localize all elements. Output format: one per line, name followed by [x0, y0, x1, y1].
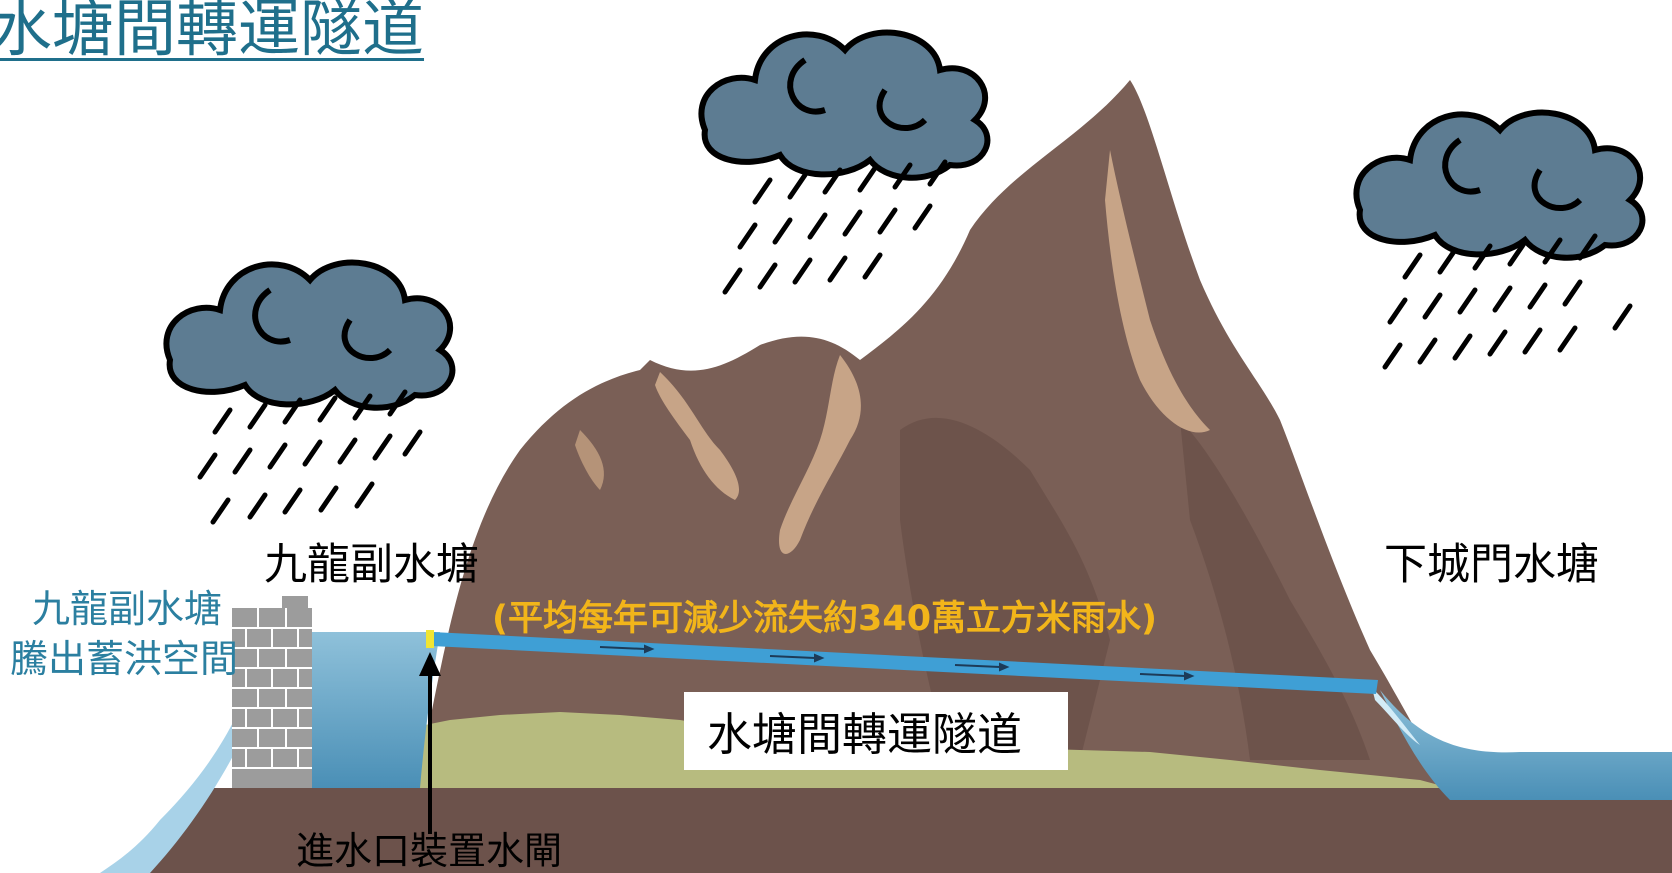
- rain-cloud: [163, 259, 456, 411]
- rain-streaks: [197, 159, 1633, 525]
- left-cascade: [100, 640, 262, 873]
- shing-mun-reservoir-label: 下城門水塘: [1384, 540, 1599, 590]
- intake-gate: [426, 630, 434, 648]
- annual-savings-label: (平均每年可減少流失約340萬立方米雨水): [492, 599, 1158, 639]
- intake-gate-label: 進水口裝置水閘: [296, 829, 563, 873]
- shing-mun-reservoir-water: [1380, 690, 1672, 800]
- page-title: 水塘間轉運隧道: [0, 0, 425, 65]
- tunnel-label: 水塘間轉運隧道: [707, 708, 1023, 761]
- rock-streak: [779, 355, 861, 554]
- rock-streak: [1105, 150, 1210, 433]
- ground-base: [140, 788, 1672, 873]
- flow-arrows: [599, 644, 1195, 681]
- mountain-shadow: [1180, 420, 1370, 760]
- rock-streak: [655, 372, 740, 500]
- tunnel-label-box: [684, 692, 1068, 770]
- kowloon-reservoir-label: 九龍副水塘: [264, 540, 479, 590]
- flood-storage-label-line1: 九龍副水塘: [32, 587, 223, 631]
- flood-storage-label-line2: 騰出蓄洪空間: [10, 637, 239, 681]
- intake-pointer-arrow: [419, 652, 441, 834]
- rain-cloud: [1353, 109, 1646, 261]
- rock-streak: [575, 430, 604, 490]
- transfer-tunnel: [432, 632, 1378, 694]
- right-waterfall: [1372, 688, 1420, 745]
- rain-cloud: [698, 29, 991, 181]
- dam: [232, 596, 312, 788]
- kowloon-reservoir-water: [300, 632, 440, 788]
